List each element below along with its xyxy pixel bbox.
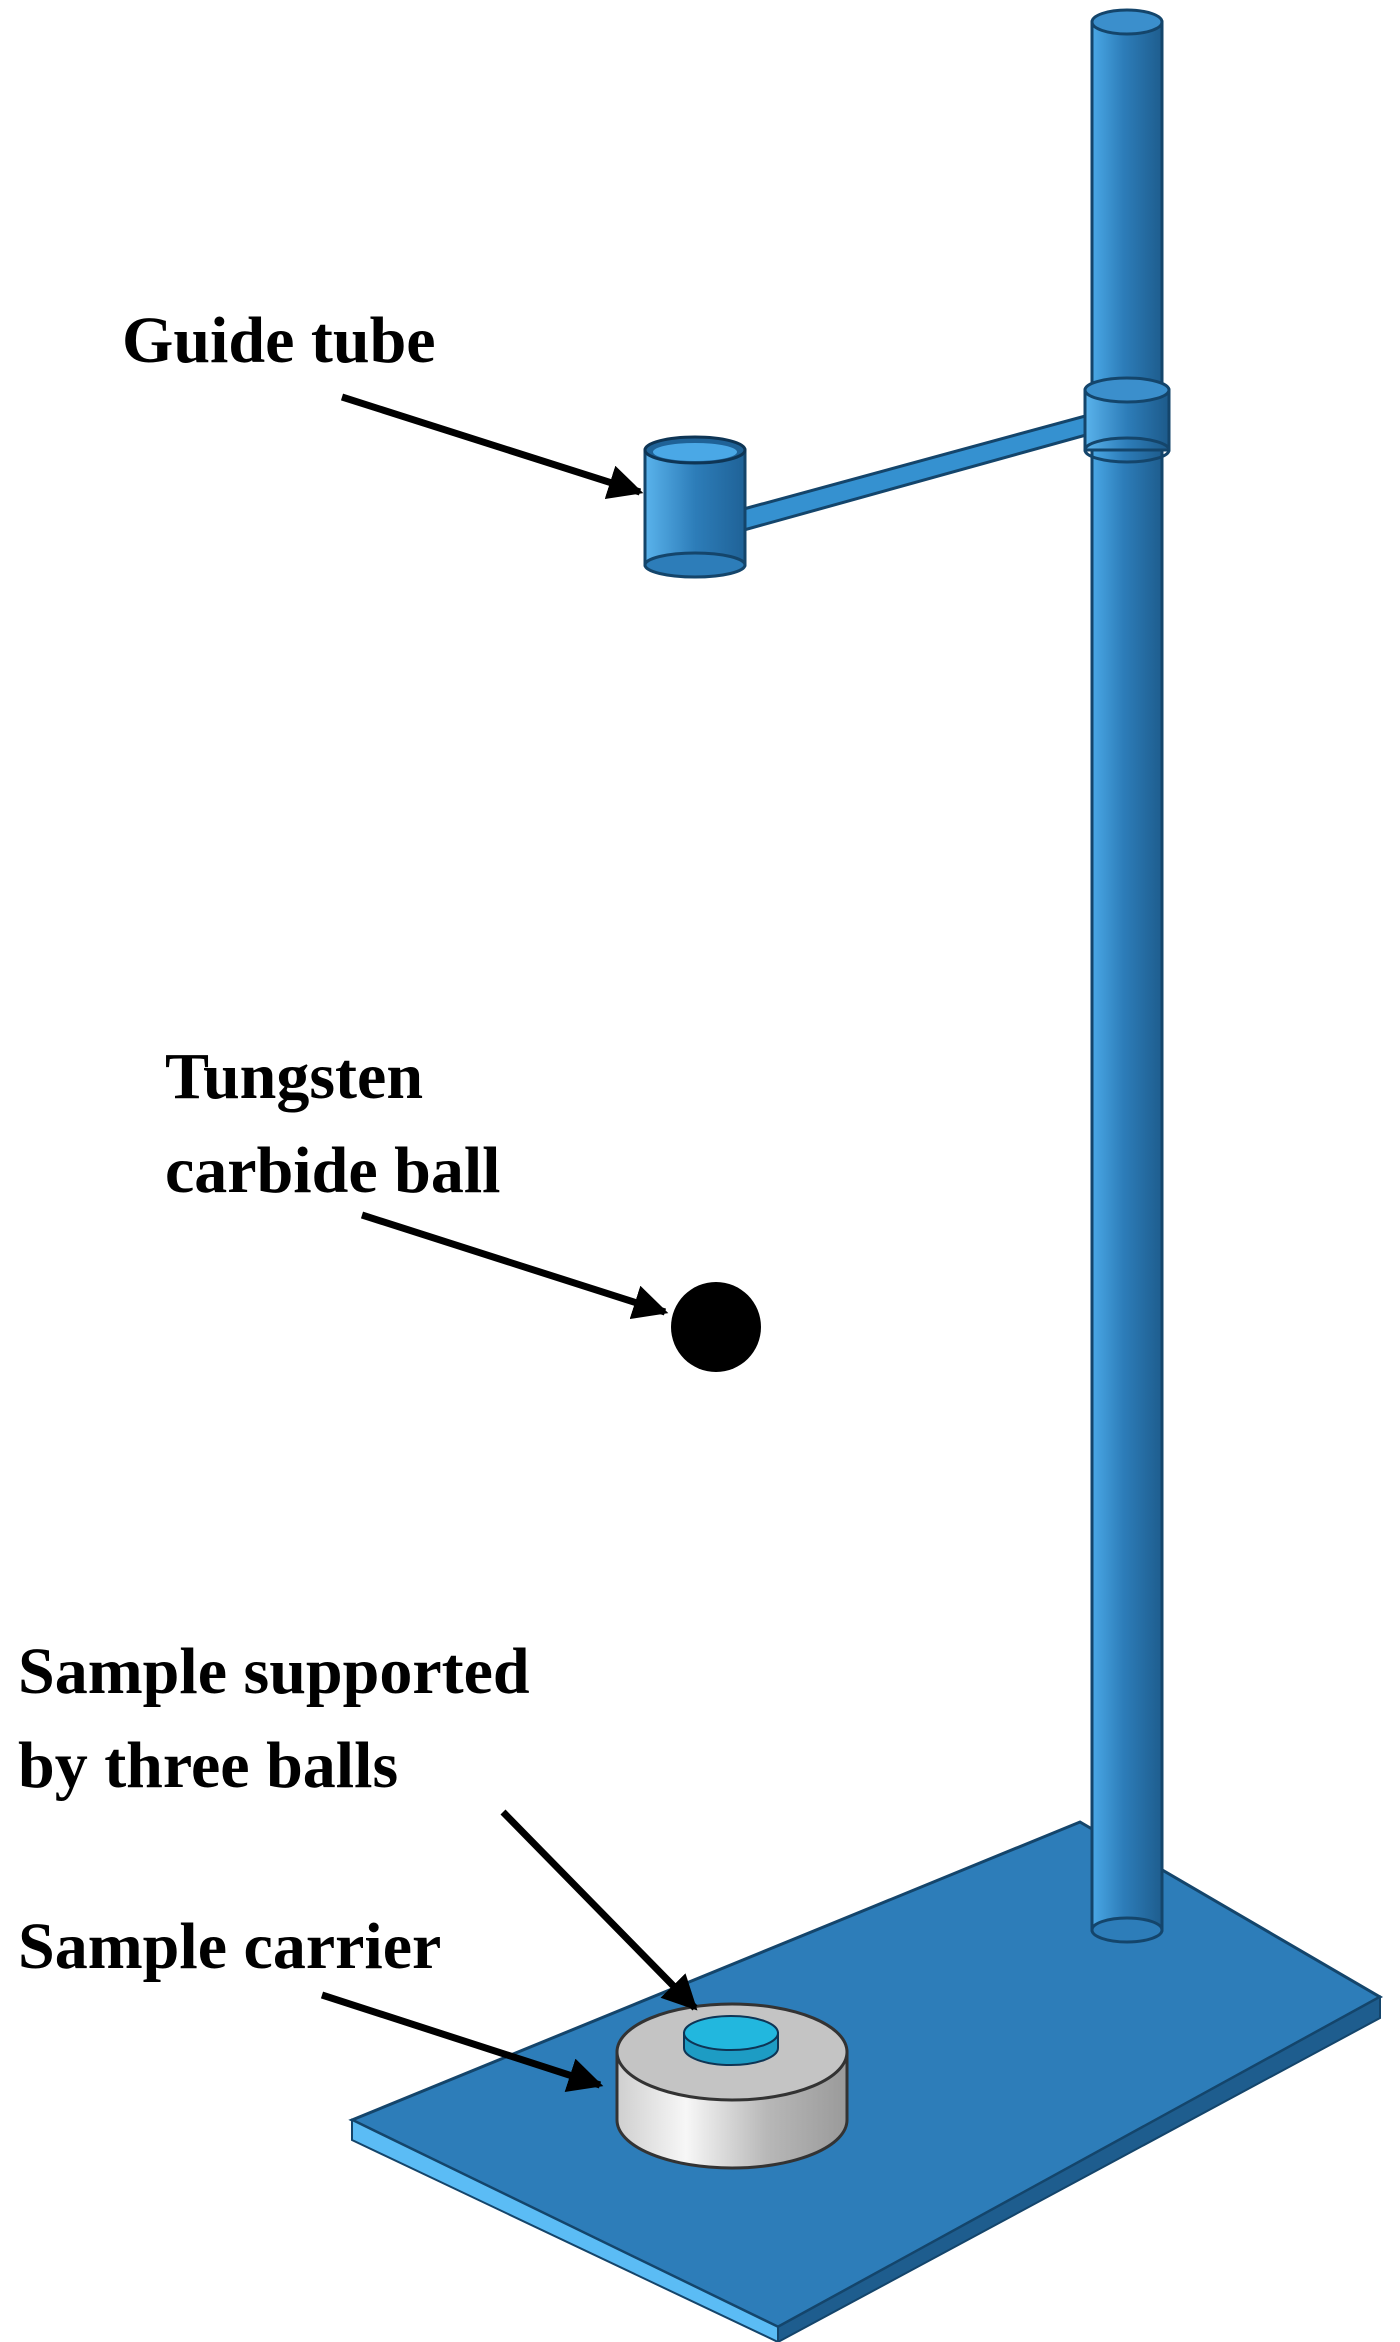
sample-label: Sample supported by three balls [18, 1635, 530, 1802]
sample-arrow [500, 1809, 698, 2011]
ball-arrow [360, 1211, 669, 1320]
base-plate-top [348, 1820, 1384, 2329]
guide-tube [643, 435, 747, 579]
ball-label: Tungsten carbide ball [165, 1040, 501, 1207]
base-plate-side-edge [777, 1995, 1381, 2342]
guide-tube-label: Guide tube [122, 304, 436, 377]
carrier-arrow [320, 1991, 604, 2092]
base-plate-front-edge [351, 2118, 779, 2342]
leader-arrows [320, 393, 698, 2092]
clamp-collar [1083, 376, 1171, 464]
carrier-label: Sample carrier [18, 1910, 442, 1983]
support-pole [1090, 8, 1164, 1944]
sample-disc [683, 2015, 779, 2066]
guide-tube-arrow [340, 393, 644, 500]
base-plate [348, 1820, 1384, 2342]
tungsten-carbide-ball [671, 1282, 761, 1372]
support-arm [738, 410, 1106, 532]
